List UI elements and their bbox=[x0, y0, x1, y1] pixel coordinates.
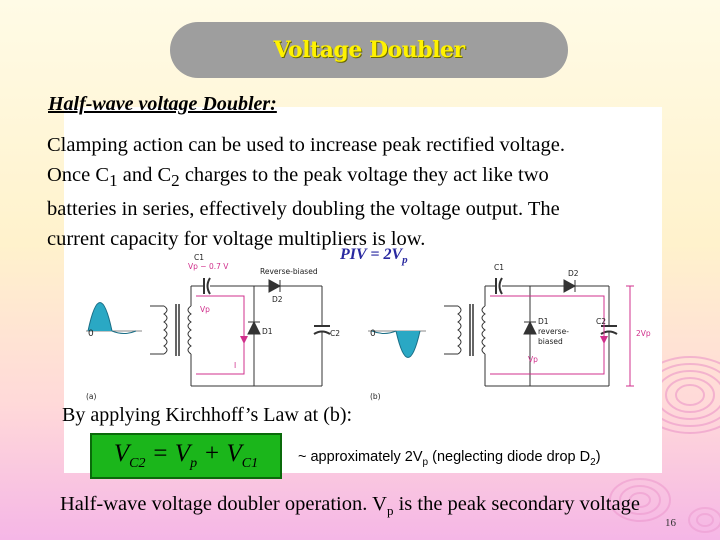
formula-eq: = V bbox=[145, 440, 191, 467]
label-reverse-b2: biased bbox=[538, 337, 563, 346]
piv-sub: p bbox=[402, 254, 408, 267]
title-banner: Voltage Doubler bbox=[170, 22, 568, 78]
label-zero-a: 0 bbox=[88, 329, 94, 339]
approx-c: ) bbox=[595, 449, 601, 465]
para-line-2a: Once C bbox=[47, 163, 110, 186]
footer-a: Half-wave voltage doubler operation. V bbox=[60, 493, 387, 515]
label-figure-a: (a) bbox=[86, 392, 97, 401]
label-c1-a: C1 bbox=[194, 253, 204, 262]
footer-caption: Half-wave voltage doubler operation. Vp … bbox=[60, 493, 640, 519]
label-vp-a: Vp bbox=[200, 305, 210, 314]
approx-b: (neglecting diode drop D bbox=[428, 449, 591, 465]
approximation-note: ~ approximately 2Vp (neglecting diode dr… bbox=[298, 449, 601, 468]
piv-label: PIV = 2Vp bbox=[340, 246, 408, 266]
label-i-a: I bbox=[234, 361, 236, 370]
label-d1-a: D1 bbox=[262, 327, 273, 336]
footer-sub: p bbox=[386, 503, 394, 519]
label-figure-b: (b) bbox=[370, 392, 381, 401]
para-line-4: current capacity for voltage multipliers… bbox=[47, 227, 426, 250]
label-c2-a: C2 bbox=[330, 329, 340, 338]
content-panel bbox=[64, 107, 662, 473]
formula: VC2 = Vp + VC1 bbox=[114, 440, 258, 472]
slide-subtitle: Half-wave voltage Doubler: bbox=[48, 93, 277, 115]
para-line-3: batteries in series, effectively doublin… bbox=[47, 198, 560, 221]
para-line-2c: charges to the peak voltage they act lik… bbox=[179, 163, 549, 186]
label-d2-b: D2 bbox=[568, 269, 579, 278]
para-line-2b: and C bbox=[117, 163, 172, 186]
piv-main: PIV = 2V bbox=[340, 246, 403, 263]
label-reverse-biased: Reverse-biased bbox=[260, 267, 318, 276]
para-sub-1: 1 bbox=[109, 170, 118, 190]
label-zero-b: 0 bbox=[370, 329, 376, 339]
label-vp-b: Vp bbox=[528, 355, 538, 364]
footer-b: is the peak secondary voltage bbox=[393, 493, 640, 515]
label-d2-a: D2 bbox=[272, 295, 283, 304]
label-reverse-b1: reverse- bbox=[538, 327, 569, 336]
kirchhoff-statement: By applying Kirchhoff’s Law at (b): bbox=[62, 404, 353, 426]
label-d1-b: D1 bbox=[538, 317, 549, 326]
formula-sub-c1: C1 bbox=[241, 456, 259, 471]
approx-sub-1: p bbox=[422, 456, 429, 468]
voltage-doubler-circuit: C1 Vp − 0.7 V Reverse-biased D2 D1 C2 Vp… bbox=[86, 253, 651, 401]
label-c2-b: C2 bbox=[596, 317, 606, 326]
formula-plus: + V bbox=[197, 440, 242, 467]
formula-sub-c2: C2 bbox=[129, 456, 146, 471]
formula-box: VC2 = Vp + VC1 bbox=[90, 433, 282, 479]
formula-sub-p: p bbox=[190, 456, 198, 471]
page-number: 16 bbox=[665, 517, 676, 529]
approx-a: ~ approximately 2V bbox=[298, 449, 423, 465]
label-vp-minus: Vp − 0.7 V bbox=[188, 262, 229, 271]
description-paragraph: Clamping action can be used to increase … bbox=[47, 131, 667, 254]
para-sub-2: 2 bbox=[171, 170, 180, 190]
para-line-1: Clamping action can be used to increase … bbox=[47, 134, 565, 156]
formula-v1: V bbox=[113, 440, 130, 467]
label-c1-b: C1 bbox=[494, 263, 504, 272]
label-2vp: 2Vp bbox=[636, 329, 651, 338]
slide-title: Voltage Doubler bbox=[273, 37, 465, 63]
approx-sub-2: 2 bbox=[590, 456, 596, 468]
